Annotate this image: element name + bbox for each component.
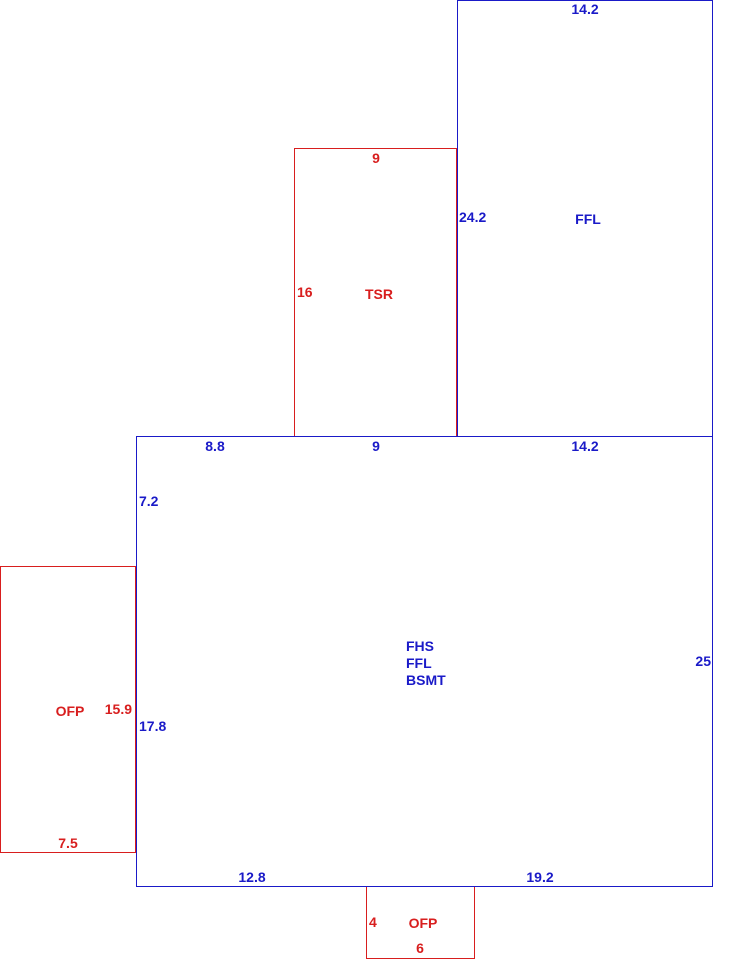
main-dim-right: 25 [695,653,711,669]
main-area-label-1: FHS [406,638,434,654]
upper-wing-dim-top: 14.2 [571,1,598,17]
main-area-label-3: BSMT [406,672,446,688]
main-area-label-2: FFL [406,655,432,671]
main-dim-bottom-right: 19.2 [526,869,553,885]
main-dim-top-left: 8.8 [205,438,225,454]
ofp-left-dim-bottom: 7.5 [58,835,78,851]
ofp-left-outline [0,566,136,853]
main-dim-left-upper: 7.2 [139,493,159,509]
main-dim-left-lower: 17.8 [139,718,166,734]
tsr-dim-bottom: 9 [372,438,380,454]
ofp-left-area-label: OFP [56,703,85,719]
ofp-bottom-dim-side: 4 [369,914,377,930]
tsr-area-label: TSR [365,286,393,302]
ofp-left-dim-side: 15.9 [105,701,132,717]
tsr-dim-left: 16 [297,284,313,300]
tsr-dim-top: 9 [372,150,380,166]
upper-wing-dim-left: 24.2 [459,209,486,225]
ofp-bottom-dim-bottom: 6 [416,940,424,956]
upper-wing-area-label: FFL [575,211,601,227]
upper-wing-dim-bottom: 14.2 [571,438,598,454]
main-dim-bottom-left: 12.8 [238,869,265,885]
ofp-bottom-area-label: OFP [409,915,438,931]
main-house-outline [136,436,713,887]
